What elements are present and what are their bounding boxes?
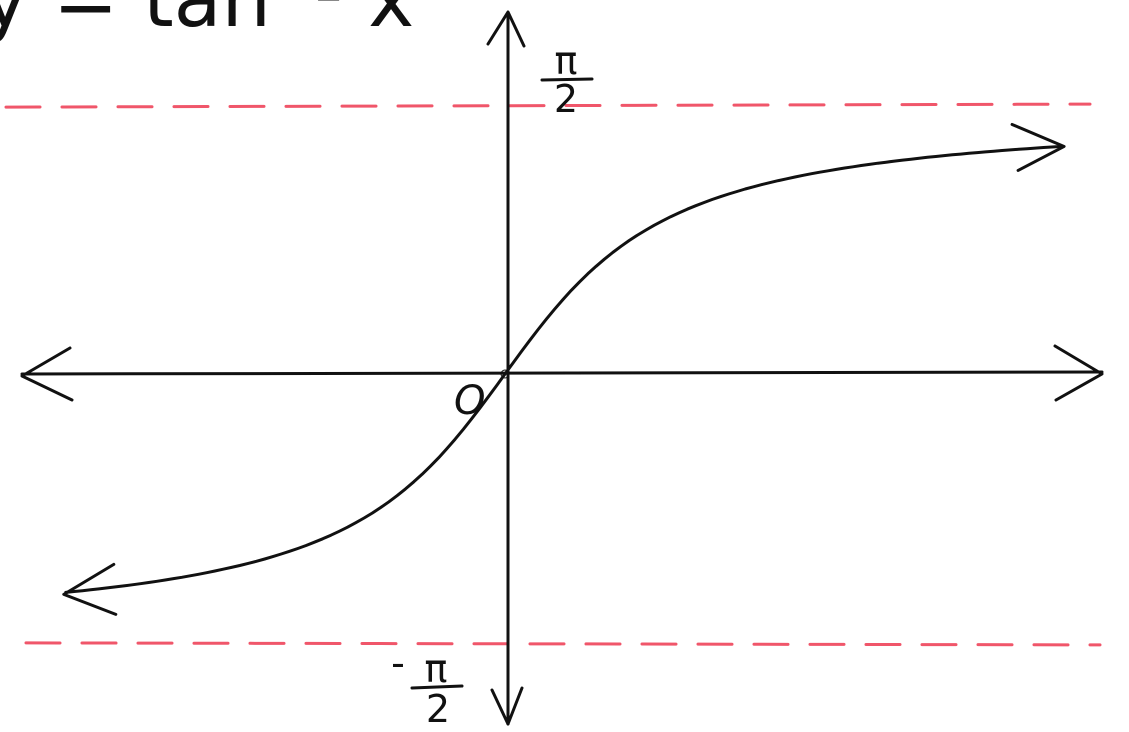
lower-label-fraction-bar [410,684,464,690]
upper-asymptote [4,102,1092,109]
origin-label: O [454,378,485,424]
upper-label-denominator: 2 [554,77,578,121]
origin-point [500,369,510,379]
x-axis-left-arrow [20,346,74,402]
curve-left-arrow [62,562,118,616]
curve-right-arrow [1010,122,1066,172]
function-title: y = tan⁻¹ x [0,0,414,45]
lower-asymptote-label: - π 2 [391,641,464,731]
y-axis-down-arrow [490,686,524,726]
lower-label-sign: - [391,641,405,685]
x-axis [20,370,1104,376]
y-axis-up-arrow [486,10,526,48]
x-axis-right-arrow [1053,344,1104,402]
lower-label-numerator: π [425,647,448,691]
arctan-curve [64,145,1062,594]
upper-label-fraction-bar [540,77,594,82]
lower-asymptote [24,641,1102,647]
upper-label-numerator: π [555,39,578,83]
lower-label-denominator: 2 [426,687,450,731]
upper-asymptote-label: π 2 [540,39,594,121]
